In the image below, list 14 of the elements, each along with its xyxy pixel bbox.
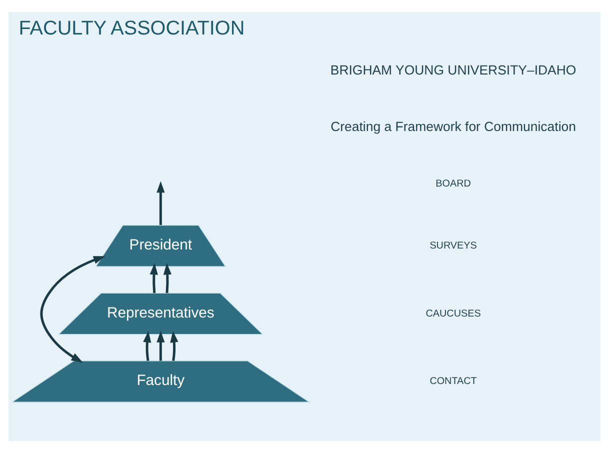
- label: Creating a Framework for Communication: [330, 118, 576, 134]
- arrow: [143, 330, 152, 360]
- diagram-title: FACULTY ASSOCIATION: [18, 16, 245, 39]
- arrow: [40, 256, 106, 362]
- label: CAUCUSES: [426, 308, 481, 319]
- label: BOARD: [436, 178, 471, 189]
- arrow: [156, 330, 165, 360]
- arrow: [156, 180, 165, 224]
- arrow: [170, 330, 178, 360]
- arrow: [163, 262, 172, 293]
- label: CONTACT: [430, 376, 477, 387]
- label: SURVEYS: [430, 240, 477, 251]
- label: BRIGHAM YOUNG UNIVERSITY–IDAHO: [330, 62, 576, 78]
- arrow: [150, 262, 158, 293]
